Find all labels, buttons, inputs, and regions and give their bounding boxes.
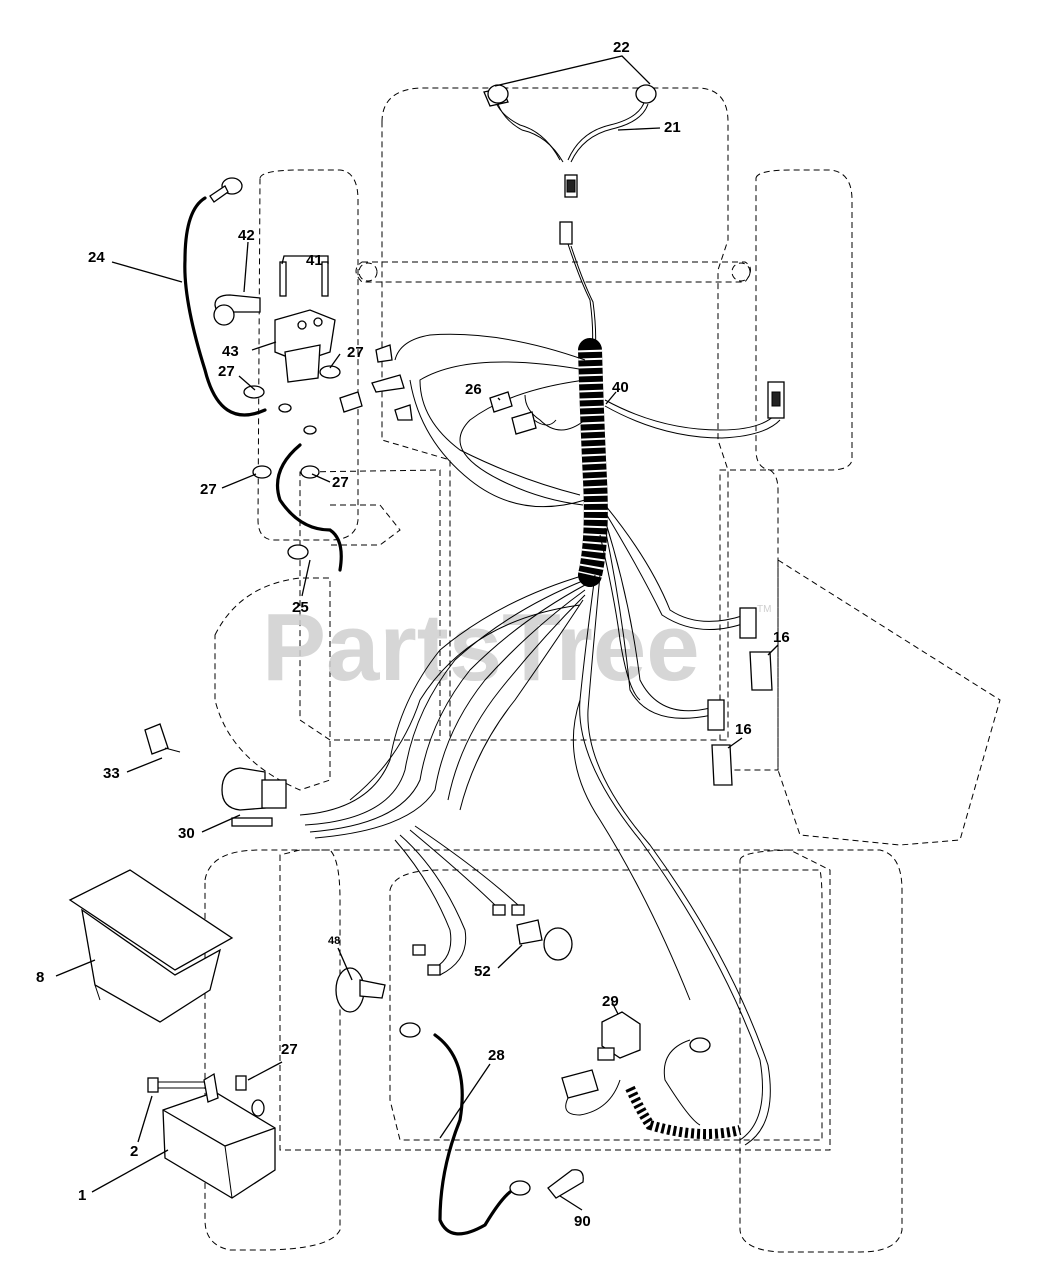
callout-28: 28 [488,1047,505,1064]
callout-52: 52 [474,963,491,980]
callout-43: 43 [222,343,239,360]
main-harness [299,333,785,1146]
callout-42: 42 [238,227,255,244]
callout-90: 90 [574,1213,591,1230]
callout-1: 1 [78,1187,86,1204]
solenoid-assembly [213,261,363,479]
terminal-boot-90 [547,1169,584,1199]
seat-switch-harness [561,1011,742,1139]
callout-41: 41 [306,252,323,269]
headlight-harness [483,84,657,353]
battery [147,1072,276,1199]
callout-24: 24 [88,249,105,266]
callout-27-lower-left: 27 [200,481,217,498]
callout-22: 22 [613,39,630,56]
callout-33: 33 [103,765,120,782]
callout-29: 29 [602,993,619,1010]
callout-labels: 22 21 24 42 41 43 27 27 27 27 27 26 40 2… [36,39,790,1230]
ignition-parts [144,723,287,827]
lamps [335,919,573,1013]
callout-48: 48 [328,935,340,947]
callout-40: 40 [612,379,629,396]
callout-27-lower-right: 27 [332,474,349,491]
callout-25: 25 [292,599,309,616]
callout-2: 2 [130,1143,138,1160]
callout-26: 26 [465,381,482,398]
callout-30: 30 [178,825,195,842]
callout-8: 8 [36,969,44,986]
tractor-outline [204,87,1001,1253]
callout-21: 21 [664,119,681,136]
callout-16-lower: 16 [735,721,752,738]
connector-26 [489,391,557,435]
callout-16-upper: 16 [773,629,790,646]
callout-27-right: 27 [347,344,364,361]
watermark-trademark: TM [757,604,771,615]
callout-27-left: 27 [218,363,235,380]
battery-tray [68,869,234,1023]
battery-cables [183,177,531,1236]
watermark: PartsTree [262,594,700,701]
leader-lines [55,55,779,1211]
callout-27-battery: 27 [281,1041,298,1058]
